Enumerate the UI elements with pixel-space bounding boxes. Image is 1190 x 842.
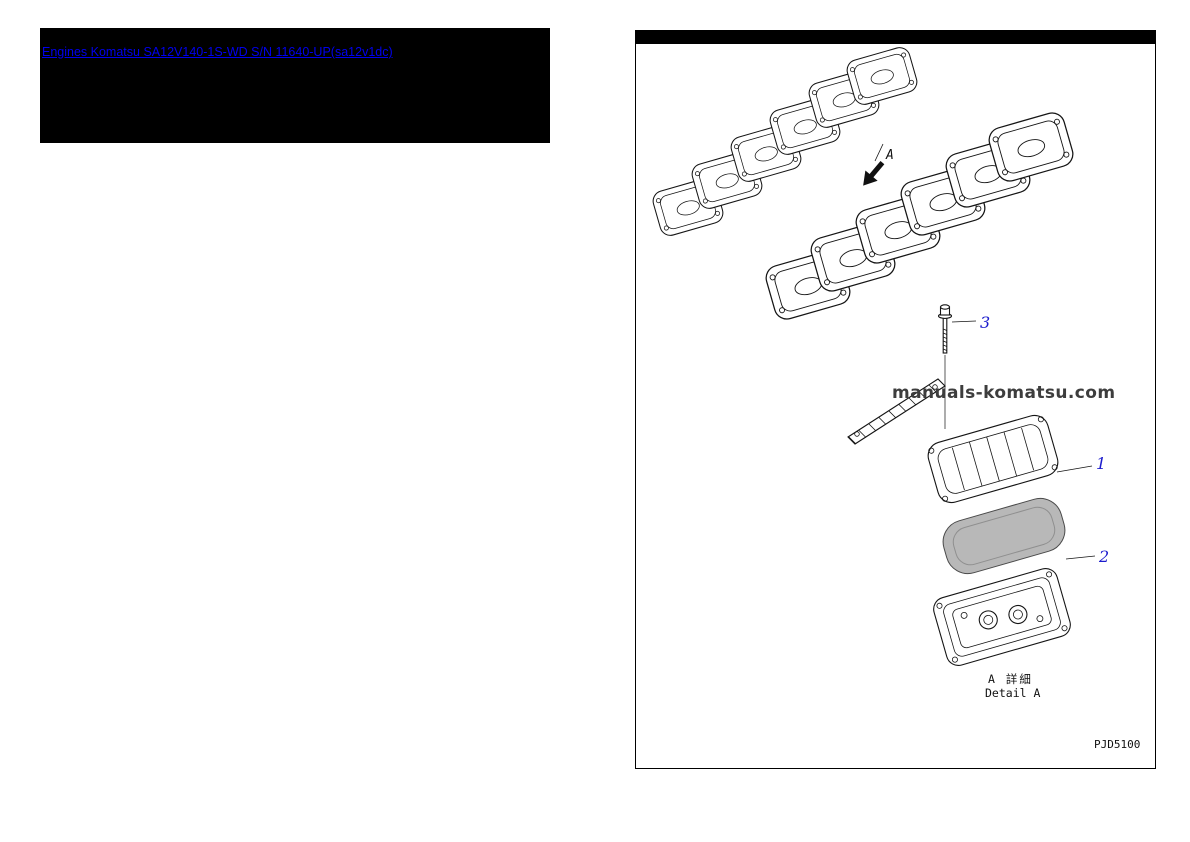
- callout-1-leader: [1056, 465, 1093, 473]
- drawing-code: PJD5100: [1094, 738, 1141, 751]
- title-block: Engines Komatsu SA12V140-1S-WD S/N 11640…: [40, 28, 550, 143]
- valve-cover: [985, 109, 1077, 185]
- mounting-plate: [847, 378, 946, 445]
- callout-3: 3: [980, 313, 990, 332]
- section-marker-label: A: [885, 148, 894, 163]
- callout-1: 1: [1096, 454, 1106, 473]
- detail-label-japanese: A 詳細: [988, 672, 1033, 686]
- section-marker-slash: [874, 143, 884, 162]
- exploded-view-drawing: A 3: [650, 44, 1109, 666]
- detail-label-english: Detail A: [985, 686, 1041, 700]
- rocker-housing: [933, 568, 1071, 666]
- valve-cover: [844, 44, 920, 108]
- bolt: [937, 304, 953, 354]
- section-arrow-icon: [863, 161, 885, 186]
- model-link[interactable]: Engines Komatsu SA12V140-1S-WD S/N 11640…: [42, 45, 393, 59]
- watermark: manuals-komatsu.com: [892, 383, 1116, 403]
- callout-2: 2: [1098, 547, 1109, 566]
- head-cover: [927, 414, 1059, 504]
- callout-3-leader: [951, 320, 977, 323]
- parts-diagram-panel: A 3: [635, 30, 1156, 769]
- panel-top-bar: [636, 31, 1155, 44]
- callout-2-leader: [1065, 555, 1096, 560]
- gasket: [942, 497, 1066, 575]
